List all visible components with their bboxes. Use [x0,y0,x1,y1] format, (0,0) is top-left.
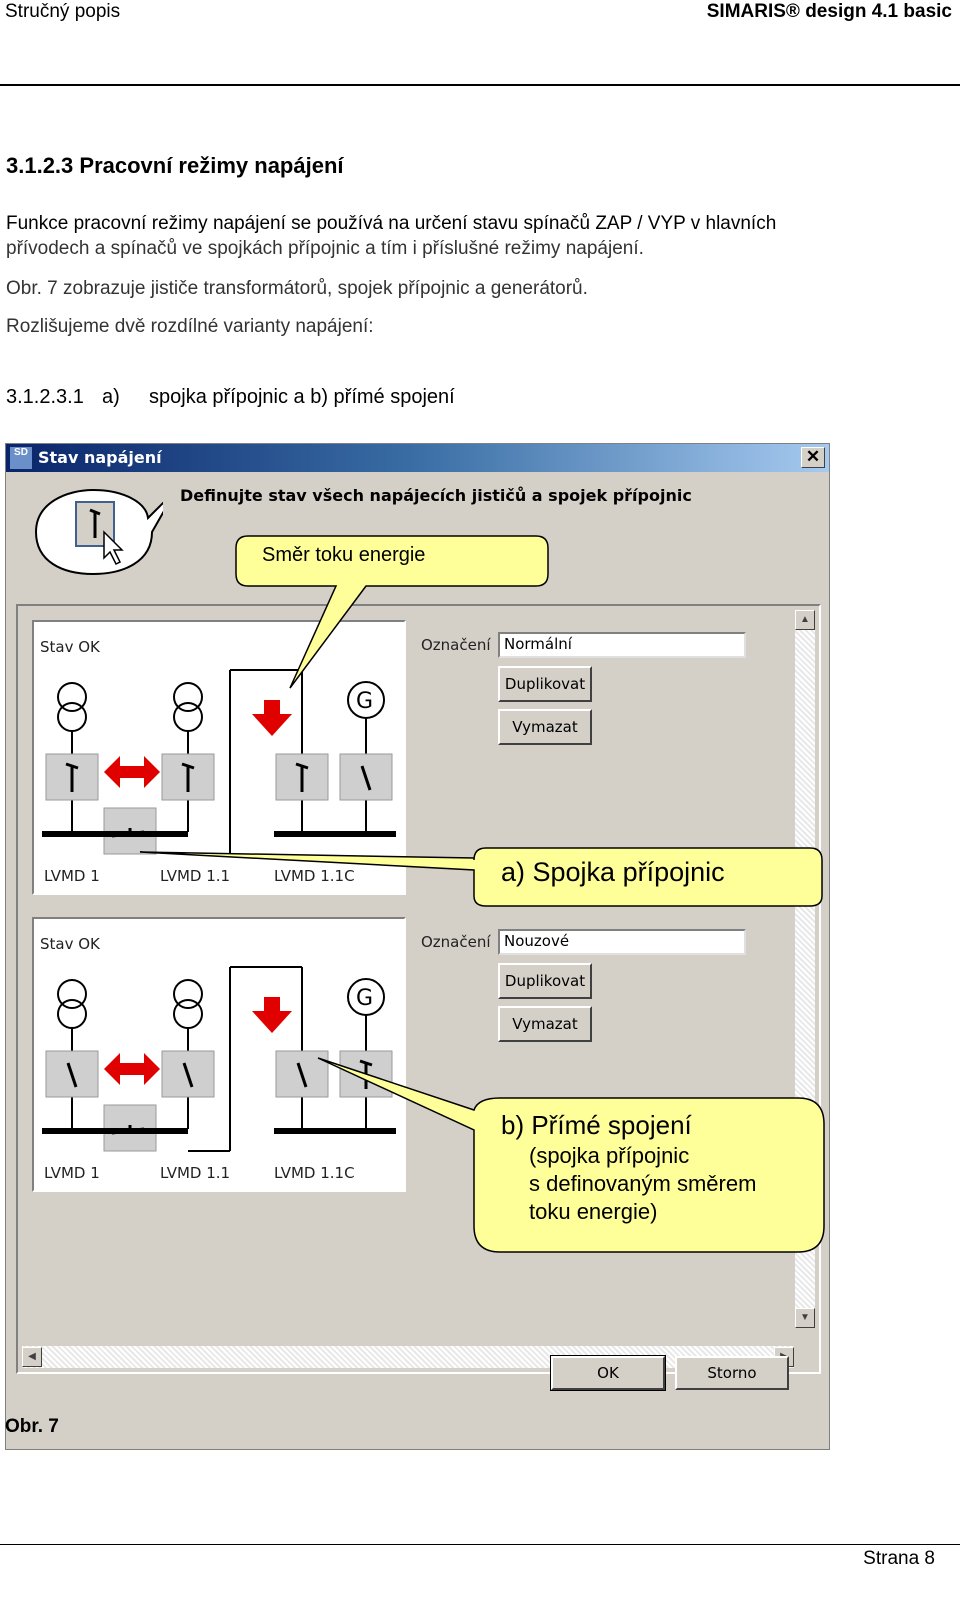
single-line-diagram: G [42,669,396,855]
page-header-left: Stručný popis [5,1,121,22]
ok-button[interactable]: OK [550,1355,666,1391]
figure-caption: Obr. 7 [5,1416,59,1437]
flow-callout-text: Směr toku energie [262,544,426,566]
direct-callout-line: (spojka přípojnic [529,1143,690,1168]
bus-label: LVMD 1.1C [274,1164,355,1182]
subsection-heading: 3.1.2.3.1 a) spojka přípojnic a b) přímé… [6,386,606,412]
flow-arrow-icon [252,997,292,1033]
subsection-a: a) [102,386,120,408]
direct-callout [317,1057,825,1253]
subsection-number: 3.1.2.3.1 [6,386,84,408]
scroll-up-icon[interactable]: ▲ [795,610,815,630]
paragraph-2: Obr. 7 zobrazuje jističe transformátorů,… [6,278,588,299]
scroll-left-icon[interactable]: ◀ [22,1347,42,1367]
bus-label: LVMD 1 [44,867,100,885]
coupling-arrow-icon [104,756,160,788]
designation-label: Označení [421,636,491,654]
supply-state-dialog: SD Stav napájení ✕ Definujte stav všech … [5,443,830,1450]
bus-label: LVMD 1.1 [160,1164,231,1182]
mode-status: Stav OK [40,935,100,953]
generator-symbol: G [356,986,373,1011]
duplicate-button[interactable]: Duplikovat [498,666,592,702]
paragraph-1-line-1: Funkce pracovní režimy napájení se použí… [6,213,777,234]
generator-symbol: G [356,689,373,714]
section-heading: 3.1.2.3 Pracovní režimy napájení [6,153,344,178]
flow-arrow-icon [252,700,292,736]
bus-label: LVMD 1.1 [160,867,231,885]
bus-label: LVMD 1.1C [274,867,355,885]
dialog-title: Stav napájení [38,448,162,467]
close-button[interactable]: ✕ [801,447,825,468]
direct-callout-line: s definovaným směrem [529,1171,757,1196]
designation-label: Označení [421,933,491,951]
mode-diagram-emergency[interactable]: Stav OK G [32,917,406,1192]
direct-callout-title: b) Přímé spojení [501,1110,692,1140]
help-bubble-icon [34,488,163,576]
dialog-titlebar[interactable]: SD Stav napájení ✕ [6,444,829,472]
flow-callout [235,535,549,689]
coupling-arrow-icon [104,1053,160,1085]
mode-diagram-normal[interactable]: Stav OK G [32,620,406,895]
header-rule [0,84,960,86]
single-line-diagram: G [42,966,396,1152]
cancel-button[interactable]: Storno [675,1356,789,1390]
delete-button[interactable]: Vymazat [498,1006,592,1042]
app-icon: SD [10,447,32,469]
dialog-instruction: Definujte stav všech napájecích jističů … [180,486,692,505]
mode-status: Stav OK [40,638,100,656]
designation-field[interactable]: Normální [498,632,746,658]
coupling-callout [139,847,823,907]
page-number: Strana 8 [863,1548,935,1569]
direct-callout-line: toku energie) [529,1199,658,1224]
subsection-text: spojka přípojnic a b) přímé spojení [149,386,455,408]
paragraph-3: Rozlišujeme dvě rozdílné varianty napáje… [6,316,374,337]
page-header-right: SIMARIS® design 4.1 basic [706,1,952,22]
bus-label: LVMD 1 [44,1164,100,1182]
duplicate-button[interactable]: Duplikovat [498,963,592,999]
delete-button[interactable]: Vymazat [498,709,592,745]
designation-field[interactable]: Nouzové [498,929,746,955]
coupling-callout-text: a) Spojka přípojnic [501,857,725,887]
scroll-down-icon[interactable]: ▼ [795,1308,815,1328]
paragraph-1-line-2: přívodech a spínačů ve spojkách přípojni… [6,238,644,259]
footer-rule [0,1544,960,1545]
